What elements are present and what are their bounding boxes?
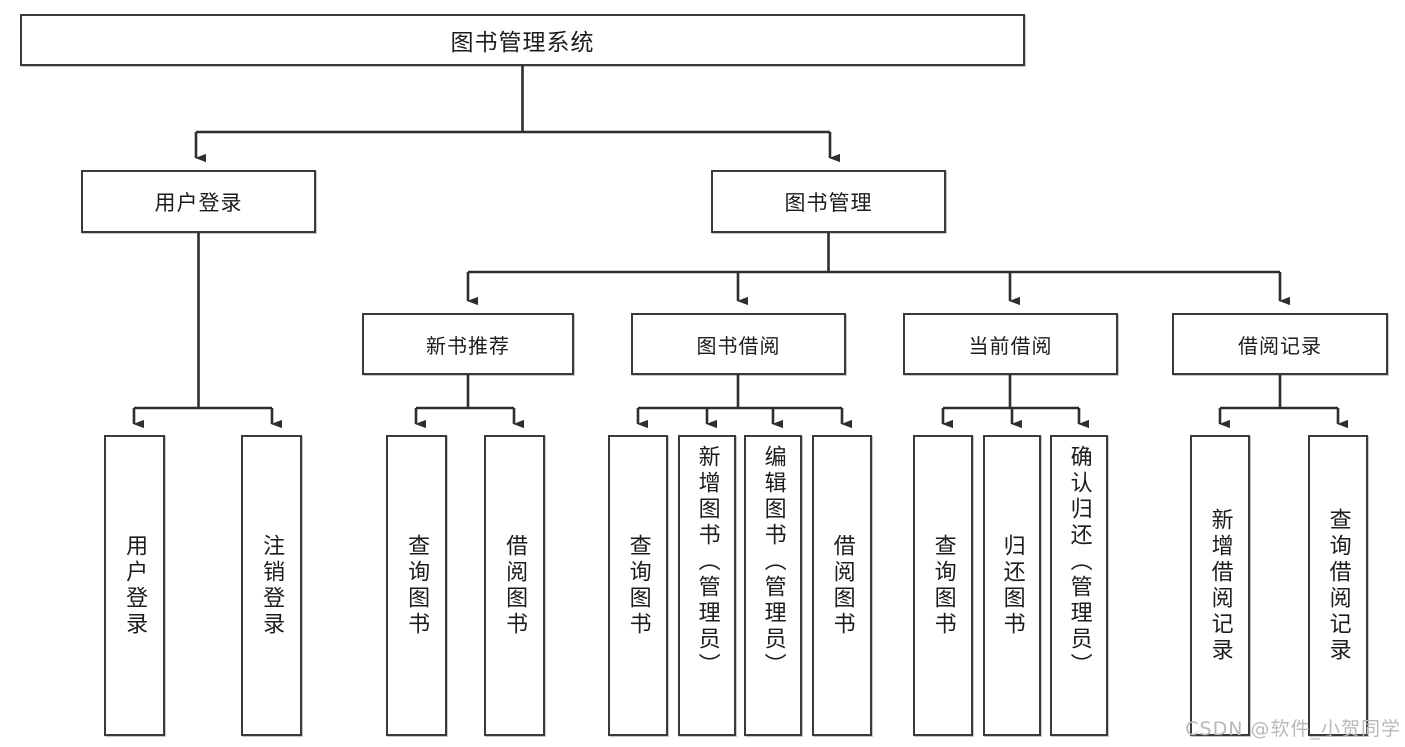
leaf-logout-login[interactable]: 注销登录	[241, 435, 302, 736]
node-new-book-recommend[interactable]: 新书推荐	[362, 313, 574, 375]
node-book-management[interactable]: 图书管理	[711, 170, 946, 233]
leaf-borrow-book-newbook[interactable]: 借阅图书	[484, 435, 545, 736]
leaf-add-book-admin[interactable]: 新增图书（管理员）	[678, 435, 736, 736]
leaf-query-book-current[interactable]: 查询图书	[913, 435, 973, 736]
leaf-label: 新增借阅记录	[1207, 507, 1233, 664]
leaf-label: 借阅图书	[829, 533, 855, 638]
node-root-system[interactable]: 图书管理系统	[20, 14, 1025, 66]
leaf-label: 编辑图书（管理员）	[760, 445, 786, 679]
leaf-confirm-return-admin[interactable]: 确认归还（管理员）	[1050, 435, 1108, 736]
leaf-query-book-newbook[interactable]: 查询图书	[386, 435, 447, 736]
leaf-user-login[interactable]: 用户登录	[104, 435, 165, 736]
leaf-query-book-borrow[interactable]: 查询图书	[608, 435, 668, 736]
leaf-edit-book-admin[interactable]: 编辑图书（管理员）	[744, 435, 802, 736]
leaf-borrow-book[interactable]: 借阅图书	[812, 435, 872, 736]
leaf-label: 确认归还（管理员）	[1066, 445, 1092, 679]
node-user-login[interactable]: 用户登录	[81, 170, 316, 233]
watermark-text: CSDN @软件_小贺同学	[1185, 718, 1401, 740]
leaf-label: 查询图书	[625, 533, 651, 638]
leaf-label: 新增图书（管理员）	[694, 445, 720, 679]
leaf-label: 查询图书	[930, 533, 956, 638]
leaf-label: 归还图书	[999, 533, 1025, 638]
leaf-return-book[interactable]: 归还图书	[983, 435, 1041, 736]
node-current-borrow[interactable]: 当前借阅	[903, 313, 1118, 375]
leaf-query-borrow-record[interactable]: 查询借阅记录	[1308, 435, 1368, 736]
leaf-add-borrow-record[interactable]: 新增借阅记录	[1190, 435, 1250, 736]
leaf-label: 用户登录	[122, 533, 148, 638]
leaf-label: 借阅图书	[502, 533, 528, 638]
node-book-borrow[interactable]: 图书借阅	[631, 313, 846, 375]
node-borrow-record[interactable]: 借阅记录	[1172, 313, 1388, 375]
leaf-label: 查询借阅记录	[1325, 507, 1351, 664]
leaf-label: 查询图书	[404, 533, 430, 638]
leaf-label: 注销登录	[259, 533, 285, 638]
